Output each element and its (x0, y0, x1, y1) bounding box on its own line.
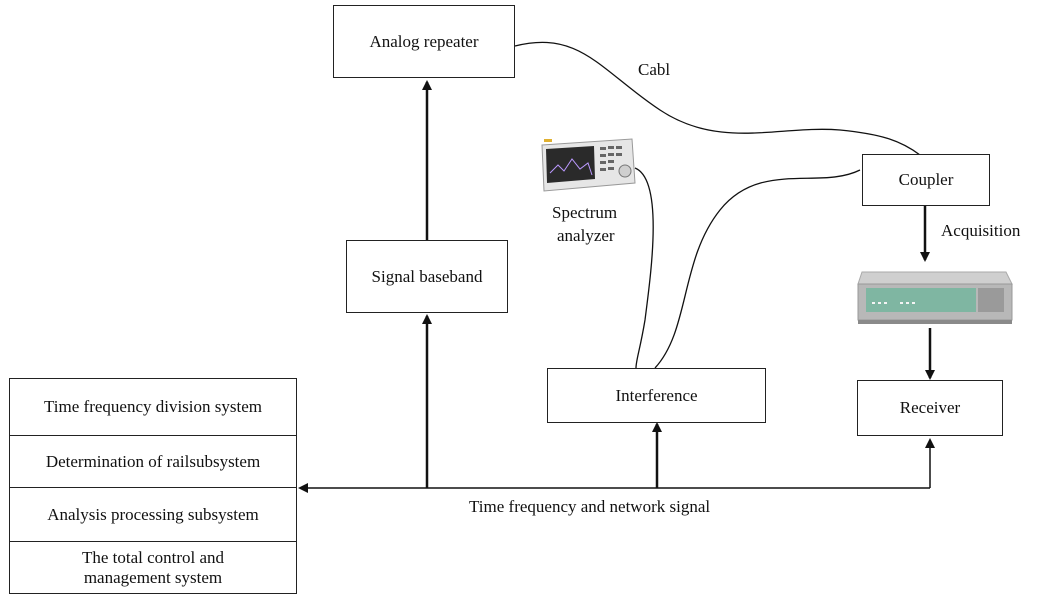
coupler-label: Coupler (898, 170, 954, 189)
acquisition-device-icon (857, 271, 1013, 324)
stack-row-time-frequency: Time frequency division system (10, 379, 296, 436)
interference-label: Interference (615, 385, 698, 405)
spectrum-label-line2: analyzer (557, 226, 615, 245)
signal-bus-label: Time frequency and network signal (469, 497, 711, 516)
system-stack: Time frequency division system Determina… (9, 378, 297, 594)
stack-label-total-control: The total control and management system (81, 547, 225, 587)
stack-row-analysis: Analysis processing subsystem (10, 488, 296, 542)
signal-baseband-box: Signal baseband (346, 240, 508, 313)
cable-line (514, 41, 921, 156)
receiver-box: Receiver (857, 380, 1003, 436)
stack-row-total-control: The total control and management system (10, 542, 296, 593)
spectrum-label-line1: Spectrum (552, 203, 618, 222)
interference-to-coupler-line (654, 169, 861, 369)
coupler-box: Coupler (862, 154, 990, 206)
cable-label: Cabl (638, 60, 671, 79)
signal-baseband-label: Signal baseband (371, 266, 483, 286)
analog-repeater-label: Analog repeater (369, 31, 479, 51)
stack-label-analysis: Analysis processing subsystem (47, 504, 259, 524)
acquisition-label: Acquisition (941, 221, 1021, 240)
stack-label-railsubsystem: Determination of railsubsystem (45, 451, 261, 471)
spectrum-analyzer-icon (541, 138, 636, 192)
stack-row-railsubsystem: Determination of railsubsystem (10, 436, 296, 488)
analog-repeater-box: Analog repeater (333, 5, 515, 78)
analyzer-to-interference-line (634, 167, 654, 369)
stack-label-time-frequency: Time frequency division system (44, 397, 262, 416)
receiver-label: Receiver (899, 398, 961, 417)
interference-box: Interference (547, 368, 766, 423)
